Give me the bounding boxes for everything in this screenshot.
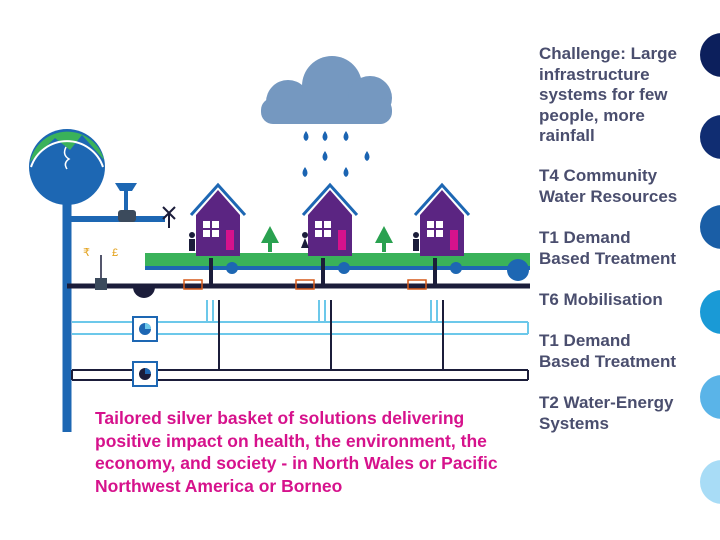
house-3: [413, 182, 471, 274]
water-tap-icon: [115, 183, 137, 222]
theme-dot-t1-second: [700, 375, 720, 419]
theme-label-t4: T4 Community Water Resources: [539, 166, 678, 206]
person-icon: [301, 232, 309, 248]
svg-text:₹: ₹: [83, 247, 90, 259]
house-1: [189, 182, 247, 274]
sewer-connectors: [209, 258, 437, 286]
sewer-outlet: [133, 287, 155, 298]
person-icon: [189, 232, 195, 251]
theme-label-t2: T2 Water-Energy Systems: [539, 393, 674, 433]
theme-dot-t4: [700, 115, 720, 159]
challenge-dot: [700, 33, 720, 77]
wastewater-valve-icon: [132, 361, 158, 387]
theme-label-t6: T6 Mobilisation: [539, 290, 663, 309]
windmill-icon: [162, 206, 176, 228]
supply-pipes: [62, 203, 530, 432]
theme-label-t1-second: T1 Demand Based Treatment: [539, 331, 676, 371]
theme-dot-t1: [700, 205, 720, 249]
tree-icon: [375, 226, 393, 252]
solution-caption: Tailored silver basket of solutions deli…: [95, 408, 498, 496]
svg-text:£: £: [112, 247, 118, 259]
tree-icon: [261, 226, 279, 252]
water-meter-icon: ₹ £: [83, 247, 118, 290]
rain-cloud: [261, 56, 392, 124]
house-2: [301, 182, 359, 274]
person-icon: [413, 232, 419, 251]
sensor-icon: [183, 279, 427, 290]
challenge-label: Challenge: Large infrastructure systems …: [539, 44, 677, 145]
ground-strip: [145, 253, 530, 281]
theme-dot-t6: [700, 290, 720, 334]
rain-drops: [302, 131, 370, 177]
theme-label-t1: T1 Demand Based Treatment: [539, 228, 676, 268]
greywater-valve-icon: [132, 316, 158, 342]
theme-dot-t2: [700, 460, 720, 504]
reservoir-globe-icon: [29, 129, 105, 205]
